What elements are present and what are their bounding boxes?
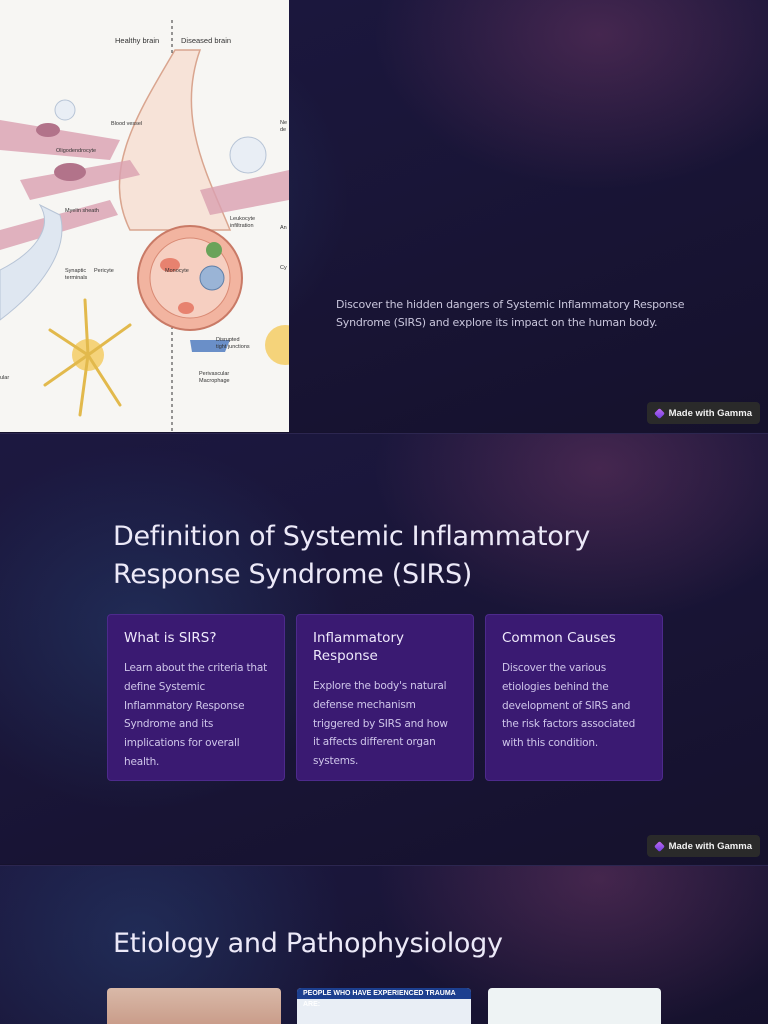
slide-definition: Definition of Systemic Inflammatory Resp… <box>0 433 768 864</box>
wound-photo-image <box>107 988 281 1024</box>
gamma-logo-icon <box>653 840 665 852</box>
label-disrupted: Disrupted <box>216 337 240 343</box>
label-leukocyte: Leukocyte <box>230 216 255 222</box>
label-blood-vessel: Blood vessel <box>111 121 142 127</box>
infographic-header: PEOPLE WHO HAVE EXPERIENCED TRAUMA ARE: <box>297 988 471 1008</box>
card-body: Discover the various etiologies behind t… <box>502 662 636 750</box>
label-ne: Ne <box>280 120 287 126</box>
label-de: de <box>280 127 286 133</box>
label-tight-junctions: tight junctions <box>216 344 250 350</box>
label-monocyte: Monocyte <box>165 268 189 274</box>
label-an: An <box>280 225 287 231</box>
label-oligodendrocyte: Oligodendrocyte <box>56 148 96 154</box>
label-myelin-sheath: Myelin sheath <box>65 208 99 214</box>
made-with-gamma-badge[interactable]: Made with Gamma <box>646 835 760 857</box>
card-title: Common Causes <box>502 630 616 646</box>
gamma-badge-label: Made with Gamma <box>668 840 752 852</box>
label-ular: ular <box>0 375 9 381</box>
trauma-infographic-image: PEOPLE WHO HAVE EXPERIENCED TRAUMA ARE: <box>297 988 471 1024</box>
pathophysiology-sketch-image <box>488 988 661 1024</box>
gamma-logo-icon <box>653 407 665 419</box>
slide-title-definition: Definition of Systemic Inflammatory Resp… <box>113 521 591 590</box>
blood-brain-barrier-diagram: Healthy brain Diseased brain Blood vesse… <box>0 20 289 432</box>
label-cy: Cy <box>280 265 287 271</box>
card-title: Inflammatory Response <box>313 630 404 664</box>
label-macrophage: Macrophage <box>199 378 230 384</box>
label-diseased: Diseased brain <box>181 36 231 45</box>
made-with-gamma-badge[interactable]: Made with Gamma <box>646 402 760 424</box>
gamma-badge-label: Made with Gamma <box>668 407 752 419</box>
label-terminals: terminals <box>65 275 88 281</box>
label-infiltration: infiltration <box>230 223 254 229</box>
hero-description: Discover the hidden dangers of Systemic … <box>336 298 685 329</box>
label-pericyte: Pericyte <box>94 268 114 274</box>
card-body: Learn about the criteria that define Sys… <box>124 662 267 768</box>
slide-title-etiology: Etiology and Pathophysiology <box>113 928 503 959</box>
slide-title: Healthy brain Diseased brain Blood vesse… <box>0 0 768 432</box>
label-healthy: Healthy brain <box>115 36 159 45</box>
card-row: What is SIRS? Learn about the criteria t… <box>107 614 663 781</box>
label-perivascular: Perivascular <box>199 371 229 377</box>
card-what-is-sirs: What is SIRS? Learn about the criteria t… <box>107 614 285 781</box>
card-body: Explore the body's natural defense mecha… <box>313 680 448 768</box>
brain-illustration: Healthy brain Diseased brain Blood vesse… <box>0 0 289 432</box>
card-common-causes: Common Causes Discover the various etiol… <box>485 614 663 781</box>
card-title: What is SIRS? <box>124 630 217 646</box>
slide-etiology: Etiology and Pathophysiology PEOPLE WHO … <box>0 865 768 1024</box>
card-inflammatory-response: Inflammatory Response Explore the body's… <box>296 614 474 781</box>
label-synaptic: Synaptic <box>65 268 86 274</box>
